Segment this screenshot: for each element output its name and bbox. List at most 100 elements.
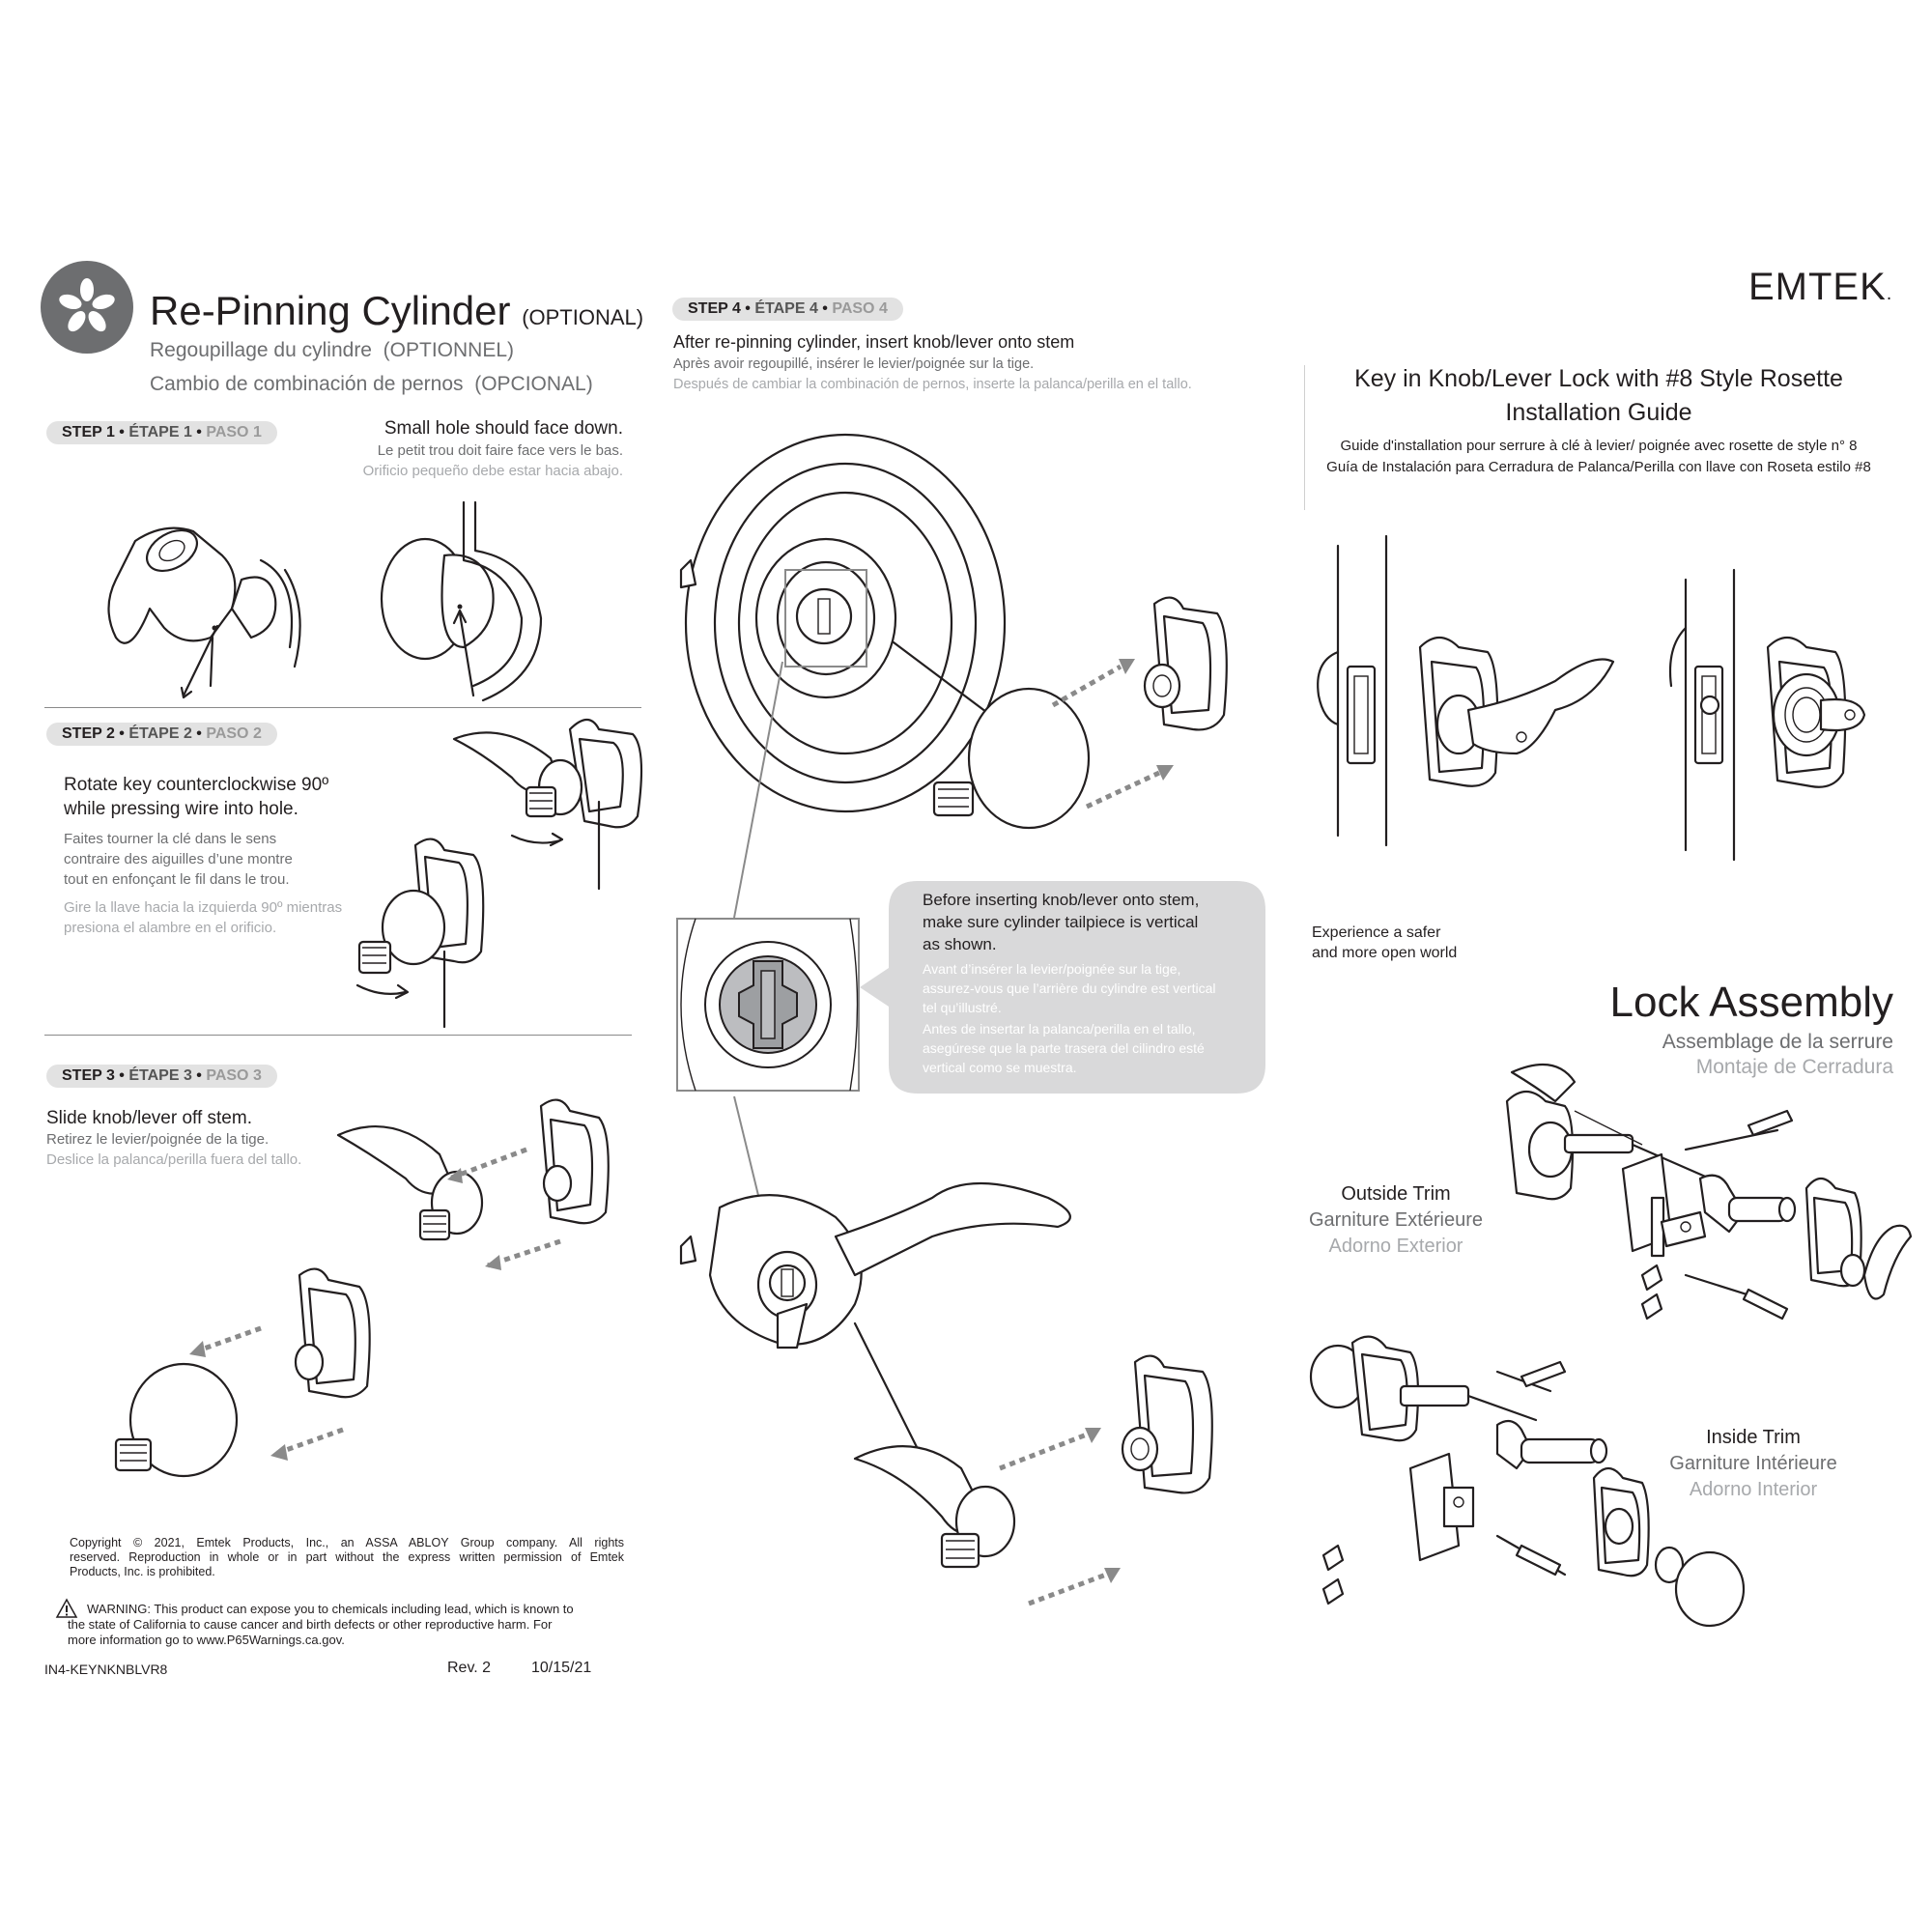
emtek-logo: EMTEK. <box>1748 266 1892 309</box>
guide-divider <box>1304 365 1305 510</box>
guide-subtitle-fr: Guide d'installation pour serrure à clé … <box>1340 438 1858 454</box>
title-optional: (OPTIONAL) <box>522 305 644 329</box>
subtitle-fr-optional: (OPTIONNEL) <box>383 339 515 361</box>
step-2-es-line2: presiona el alambre en el orificio. <box>64 920 277 936</box>
step-4-rosette-knob-illustration <box>679 433 1228 830</box>
revision-date: 10/15/21 <box>531 1660 592 1676</box>
step-3-label-fr: ÉTAPE 3 <box>128 1067 192 1084</box>
door-lever-illustration <box>1317 534 1615 847</box>
outside-trim-label-es: Adorno Exterior <box>1328 1236 1463 1257</box>
subtitle-fr: Regoupillage du cylindre (OPTIONNEL) <box>150 339 514 362</box>
step-3-label-es: PASO 3 <box>206 1067 262 1084</box>
step-3-text-en: Slide knob/lever off stem. <box>46 1108 252 1128</box>
step-2-en-line1: Rotate key counterclockwise 90º <box>64 775 329 795</box>
warning-line3: more information go to www.P65Warnings.c… <box>68 1633 345 1647</box>
door-knob-illustration <box>1668 568 1866 862</box>
step-2-text-es: Gire la llave hacia la izquierda 90º mie… <box>64 897 342 938</box>
step-3-knob-illustration <box>114 1267 371 1478</box>
step-2-label-fr: ÉTAPE 2 <box>128 725 192 742</box>
lock-assembly-es: Montaje de Cerradura <box>1695 1056 1893 1078</box>
step-4-text-en: After re-pinning cylinder, insert knob/l… <box>673 332 1075 352</box>
emtek-flower-logo-icon <box>41 261 133 354</box>
step-1-text-en: Small hole should face down. <box>384 418 623 439</box>
subtitle-fr-text: Regoupillage du cylindre <box>150 339 372 361</box>
callout-fr-line3: tel qu’illustré. <box>923 1000 1002 1015</box>
callout-fr-line2: assurez-vous que l’arrière du cylindre e… <box>923 980 1216 996</box>
inside-trim-label: Inside Trim <box>1706 1427 1801 1448</box>
step-2-text-en: Rotate key counterclockwise 90º while pr… <box>64 773 328 821</box>
copyright-line2: reserved. Reproduction in whole or in pa… <box>70 1550 624 1564</box>
callout-en-line2: make sure cylinder tailpiece is vertical <box>923 913 1199 931</box>
warning-notice: WARNING: This product can expose you to … <box>68 1602 638 1648</box>
subtitle-es: Cambio de combinación de pernos (OPCIONA… <box>150 373 593 396</box>
step-2-fr-line1: Faites tourner la clé dans le sens <box>64 831 277 847</box>
warning-line1: WARNING: This product can expose you to … <box>87 1602 574 1616</box>
step-4-label-fr: ÉTAPE 4 <box>754 300 818 317</box>
document-id: IN4-KEYNKNBLVR8 <box>44 1662 168 1677</box>
callout-text-es: Antes de insertar la palanca/perilla en … <box>923 1019 1205 1077</box>
step-1-text-es: Orificio pequeño debe estar hacia abajo. <box>362 463 623 479</box>
lock-assembly-title: Lock Assembly <box>1609 979 1893 1026</box>
guide-title-line2: Installation Guide <box>1505 399 1692 426</box>
emtek-logo-text: EMTEK <box>1748 266 1887 308</box>
step-2-badge: STEP 2 • ÉTAPE 2 • PASO 2 <box>46 723 277 746</box>
warning-line2: the state of California to cause cancer … <box>68 1617 553 1632</box>
callout-es-line1: Antes de insertar la palanca/perilla en … <box>923 1021 1196 1037</box>
outside-trim-label: Outside Trim <box>1341 1183 1451 1205</box>
step-2-fr-line2: contraire des aiguilles d’une montre <box>64 851 293 867</box>
step-4-label: STEP 4 <box>688 300 741 317</box>
page-title: Re-Pinning Cylinder (OPTIONAL) <box>150 288 643 334</box>
inside-trim-label-es: Adorno Interior <box>1689 1479 1818 1500</box>
callout-text-en: Before inserting knob/lever onto stem, m… <box>923 889 1199 955</box>
emtek-logo-mark: . <box>1886 283 1893 304</box>
callout-bubble <box>860 881 1265 1094</box>
copyright-line1: Copyright © 2021, Emtek Products, Inc., … <box>70 1536 624 1549</box>
step-4-badge: STEP 4 • ÉTAPE 4 • PASO 4 <box>672 298 903 321</box>
step-1-badge: STEP 1 • ÉTAPE 1 • PASO 1 <box>46 421 277 444</box>
step-3-text-es: Deslice la palanca/perilla fuera del tal… <box>46 1151 302 1168</box>
step-1-knob-illustration <box>380 500 543 702</box>
step-2-label: STEP 2 <box>62 725 115 742</box>
outside-trim-label-fr: Garniture Extérieure <box>1308 1209 1484 1231</box>
callout-en-line3: as shown. <box>923 935 997 953</box>
callout-en-line1: Before inserting knob/lever onto stem, <box>923 891 1200 909</box>
guide-subtitle-es: Guía de Instalación para Cerradura de Pa… <box>1326 459 1871 475</box>
subtitle-es-optional: (OPCIONAL) <box>474 373 593 395</box>
inside-trim-label-fr: Garniture Intérieure <box>1669 1453 1837 1474</box>
copyright-notice: Copyright © 2021, Emtek Products, Inc., … <box>70 1536 624 1579</box>
step-3-label: STEP 3 <box>62 1067 115 1084</box>
cylinder-tailpiece-detail <box>676 918 860 1092</box>
divider-2 <box>44 1035 632 1036</box>
step-2-es-line1: Gire la llave hacia la izquierda 90º mie… <box>64 899 343 916</box>
step-3-text-fr: Retirez le levier/poignée de la tige. <box>46 1131 270 1148</box>
tagline-line1: Experience a safer <box>1312 924 1441 941</box>
step-1-lever-illustration <box>107 526 301 699</box>
step-4-text-fr: Après avoir regoupillé, insérer le levie… <box>673 356 1035 372</box>
subtitle-es-text: Cambio de combinación de pernos <box>150 373 464 395</box>
step-1-label-fr: ÉTAPE 1 <box>128 424 192 440</box>
tagline-line2: and more open world <box>1312 945 1458 961</box>
outside-trim-exploded-illustration <box>1505 1063 1913 1321</box>
guide-title-line1: Key in Knob/Lever Lock with #8 Style Ros… <box>1354 365 1843 392</box>
step-2-en-line2: while pressing wire into hole. <box>64 799 298 819</box>
step-2-label-es: PASO 2 <box>206 725 262 742</box>
step-1-label-es: PASO 1 <box>206 424 262 440</box>
title-text: Re-Pinning Cylinder <box>150 288 511 333</box>
step-3-badge: STEP 3 • ÉTAPE 3 • PASO 3 <box>46 1065 277 1088</box>
callout-fr-line1: Avant d’insérer la levier/poignée sur la… <box>923 961 1181 977</box>
guide-title: Key in Knob/Lever Lock with #8 Style Ros… <box>1314 362 1884 430</box>
step-1-text-fr: Le petit trou doit faire face vers le ba… <box>377 442 623 459</box>
step-4-lever-illustration <box>679 1181 1213 1606</box>
divider-1 <box>44 707 641 708</box>
inside-trim-exploded-illustration <box>1309 1335 1746 1628</box>
step-4-text-es: Después de cambiar la combinación de per… <box>673 377 1192 392</box>
callout-text-fr: Avant d’insérer la levier/poignée sur la… <box>923 959 1215 1017</box>
step-2-lever-illustration <box>452 718 643 891</box>
copyright-line3: Products, Inc. is prohibited. <box>70 1565 215 1578</box>
warning-triangle-icon <box>55 1598 78 1618</box>
lock-assembly-fr: Assemblage de la serrure <box>1662 1031 1893 1053</box>
callout-es-line3: vertical como se muestra. <box>923 1060 1077 1075</box>
step-2-fr-line3: tout en enfonçant le fil dans le trou. <box>64 871 290 888</box>
step-2-text-fr: Faites tourner la clé dans le sens contr… <box>64 829 293 890</box>
callout-es-line2: asegúrese que la parte trasera del cilin… <box>923 1040 1205 1056</box>
